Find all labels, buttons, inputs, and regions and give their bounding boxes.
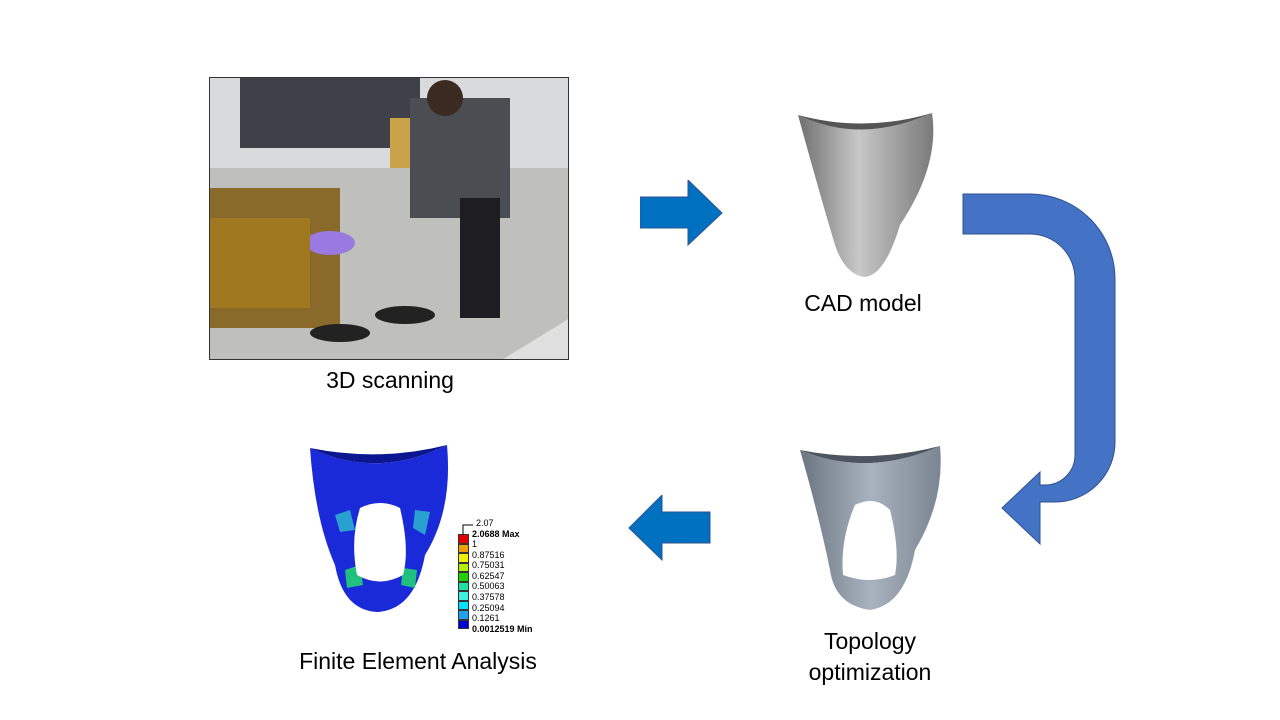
legend-color-band bbox=[458, 562, 469, 572]
legend-color-band bbox=[458, 591, 469, 601]
fea-caption: Finite Element Analysis bbox=[299, 648, 537, 674]
legend-color-band bbox=[458, 600, 469, 610]
arrow-u-turn-icon bbox=[962, 193, 1116, 546]
legend-color-band bbox=[458, 553, 469, 563]
legend-value: 0.50063 bbox=[472, 581, 505, 592]
topology-model-image bbox=[800, 446, 941, 610]
legend-color-band bbox=[458, 619, 469, 629]
legend-value: 0.75031 bbox=[472, 560, 505, 571]
scanning-photo bbox=[209, 77, 569, 360]
scanning-caption: 3D scanning bbox=[326, 367, 454, 393]
legend-min: 0.0012519 Min bbox=[472, 624, 533, 634]
topology-caption-line2: optimization bbox=[808, 659, 932, 685]
cad-model-image bbox=[798, 113, 934, 277]
fea-model-image bbox=[310, 445, 449, 612]
arrow-left-icon bbox=[628, 495, 711, 561]
legend-color-band bbox=[458, 610, 469, 620]
legend-value: 0.25094 bbox=[472, 602, 505, 613]
legend-top: 2.07 bbox=[476, 518, 494, 528]
legend-color-band bbox=[458, 572, 469, 582]
legend-color-band bbox=[458, 581, 469, 591]
arrow-right-icon bbox=[640, 180, 723, 246]
legend-value: 0.87516 bbox=[472, 549, 505, 560]
legend-max: 2.0688 Max bbox=[472, 529, 520, 539]
legend-value: 0.62547 bbox=[472, 570, 505, 581]
fea-legend bbox=[458, 534, 469, 629]
cad-caption: CAD model bbox=[804, 290, 922, 316]
legend-value: 0.1261 bbox=[472, 613, 500, 624]
legend-color-band bbox=[458, 543, 469, 553]
topology-caption-line1: Topology bbox=[823, 628, 917, 654]
legend-value: 0.37578 bbox=[472, 592, 505, 602]
legend-leader-line bbox=[462, 524, 473, 535]
legend-value: 1 bbox=[472, 539, 478, 549]
